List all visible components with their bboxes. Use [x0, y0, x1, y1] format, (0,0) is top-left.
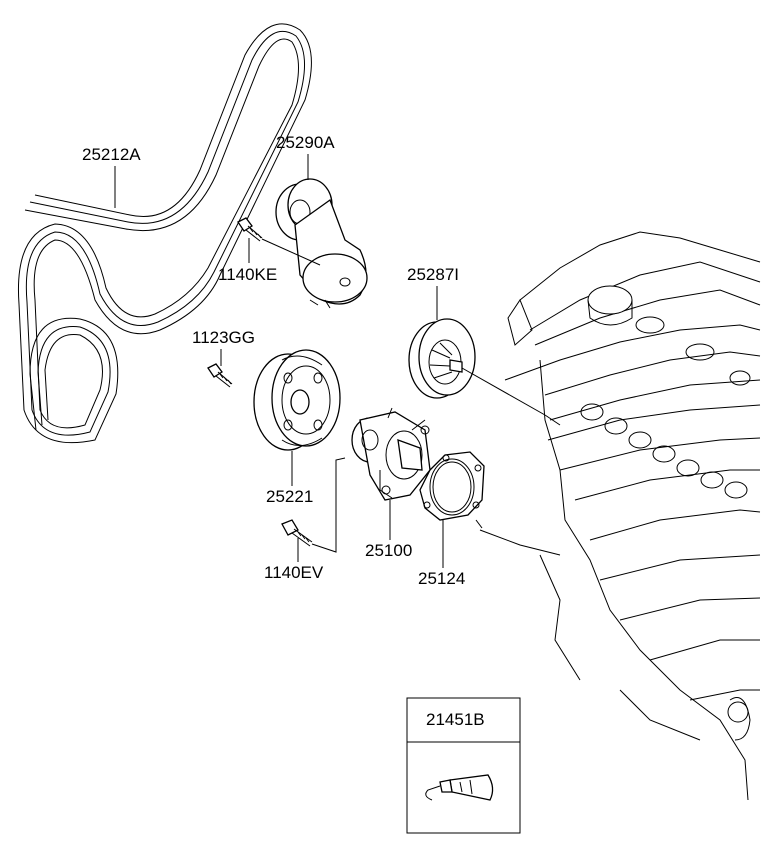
idler-pulley-label: 25287I	[407, 265, 459, 284]
bolt-icon	[207, 363, 233, 388]
sealant-tube-icon	[425, 774, 494, 801]
idler-pulley-icon	[408, 318, 561, 426]
bolt-icon	[281, 457, 346, 553]
water-pump-label: 25100	[365, 541, 412, 560]
engine-block-icon	[479, 231, 761, 801]
sealant-label: 21451B	[426, 710, 485, 729]
tensioner-bolt-label: 1140KE	[218, 265, 277, 284]
tensioner-label: 25290A	[276, 133, 335, 152]
gasket-icon	[419, 451, 485, 529]
sealant-box	[406, 697, 521, 834]
water-pump-icon	[351, 407, 431, 501]
gasket-label: 25124	[418, 569, 465, 588]
belt-label: 25212A	[82, 145, 141, 164]
pulley-bolt-label: 1123GG	[192, 328, 255, 347]
pump-bolt-label: 1140EV	[264, 563, 324, 582]
pulley-icon	[253, 349, 341, 451]
bolt-icon	[237, 217, 321, 266]
belt-tensioner-icon	[275, 178, 368, 309]
water-pump-pulley-label: 25221	[266, 487, 313, 506]
serpentine-belt-icon	[17, 23, 312, 444]
